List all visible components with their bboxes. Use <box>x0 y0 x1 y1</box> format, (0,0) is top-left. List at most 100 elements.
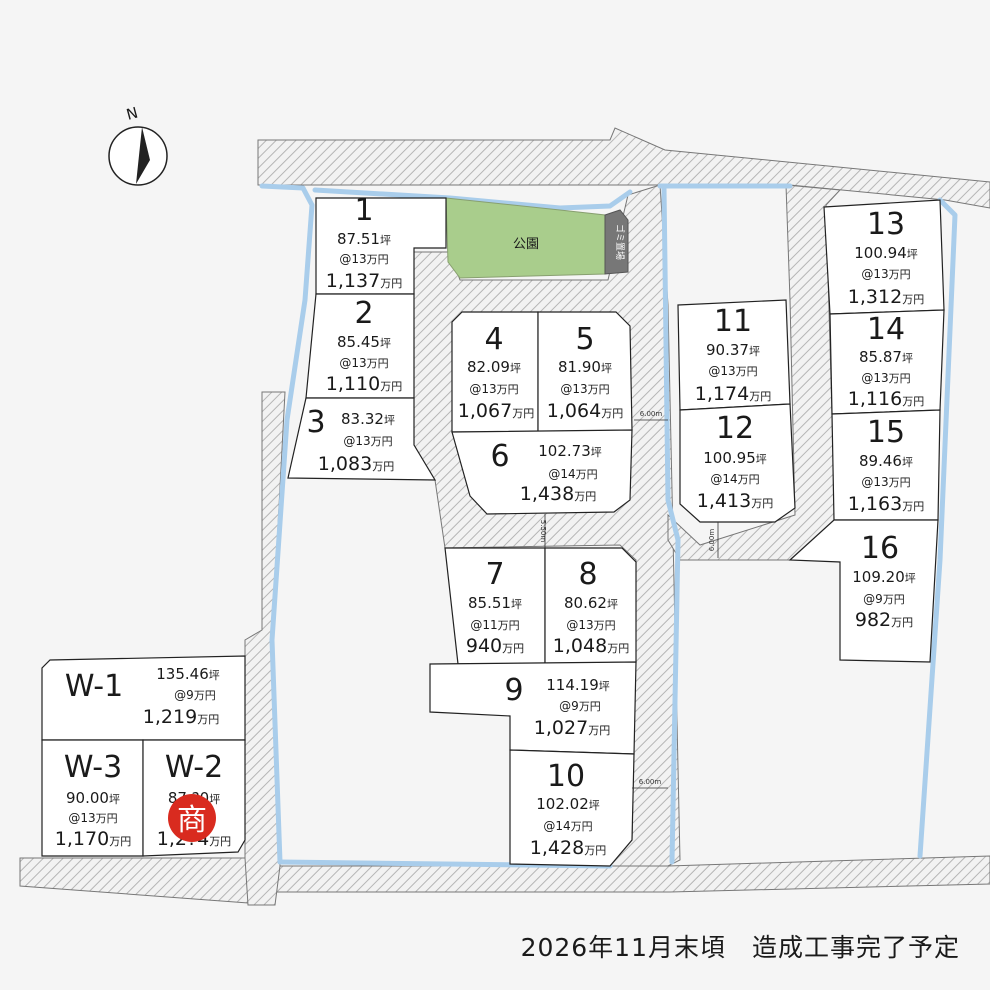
lot-area-10: 102.02坪 <box>536 795 600 813</box>
completion-notice: 2026年11月末頃 造成工事完了予定 <box>520 933 960 962</box>
canal-left <box>269 185 315 865</box>
lot-total-price-W-1: 1,219万円 <box>143 706 219 728</box>
lot-number-14: 14 <box>867 312 905 347</box>
road-top <box>257 127 990 209</box>
lot-12[interactable]: 12 100.95坪 @14万円 1,413万円 <box>697 411 773 512</box>
lot-number-W-2: W-2 <box>165 750 223 785</box>
lot-total-price-6: 1,438万円 <box>520 483 596 505</box>
lot-6[interactable]: 6 102.73坪 @14万円 1,438万円 <box>490 439 601 505</box>
lot-unit-price-4: @13万円 <box>469 382 518 396</box>
lot-5[interactable]: 581.90坪 @13万円 1,064万円 <box>547 322 623 422</box>
plot-outline-5 <box>537 311 633 433</box>
lot-area-8: 80.62坪 <box>564 594 618 612</box>
lot-number-3: 3 <box>306 405 325 440</box>
lot-number-6: 6 <box>490 439 509 474</box>
lot-unit-price-10: @14万円 <box>543 819 592 833</box>
lot-total-price-16: 982万円 <box>855 609 913 631</box>
lot-8[interactable]: 8 80.62坪 @13万円 1,048万円 <box>553 557 629 657</box>
lot-area-14: 85.87坪 <box>859 348 913 366</box>
lot-number-W-3: W-3 <box>64 750 122 785</box>
lot-unit-price-W-3: @13万円 <box>68 811 117 825</box>
lot-area-2: 85.45坪 <box>337 333 391 351</box>
lot-area-13: 100.94坪 <box>854 244 918 262</box>
lot-area-11: 90.37坪 <box>706 341 760 359</box>
road-width-markers: 6.00m 5.50m 6.00m 6.00m <box>539 410 719 789</box>
lot-area-5: 81.90坪 <box>558 358 612 376</box>
canal-mid-east <box>661 185 681 865</box>
lot-total-price-8: 1,048万円 <box>553 635 629 657</box>
north-label: N <box>124 104 140 124</box>
lot-total-price-7: 940万円 <box>466 635 524 657</box>
commercial-badge: 商 <box>168 794 216 842</box>
lot-total-price-9: 1,027万円 <box>534 717 610 739</box>
park-label: 公園 <box>513 237 539 252</box>
north-arrow: N <box>108 104 168 186</box>
lot-unit-price-6: @14万円 <box>548 467 597 481</box>
lot-area-W-1: 135.46坪 <box>156 665 220 683</box>
lot-number-W-1: W-1 <box>65 669 123 704</box>
lot-area-6: 102.73坪 <box>538 442 602 460</box>
lot-number-12: 12 <box>716 411 754 446</box>
lot-unit-price-7: @11万円 <box>470 618 519 632</box>
lot-total-price-5: 1,064万円 <box>547 400 623 422</box>
lot-area-9: 114.19坪 <box>546 676 610 694</box>
lot-unit-price-2: @13万円 <box>339 356 388 370</box>
commercial-badge-label: 商 <box>177 803 207 838</box>
lot-area-3: 83.32坪 <box>341 410 395 428</box>
lot-number-2: 2 <box>354 296 373 331</box>
lot-unit-price-8: @13万円 <box>566 618 615 632</box>
lot-total-price-12: 1,413万円 <box>697 490 773 512</box>
lot-area-4: 82.09坪 <box>467 358 521 376</box>
canal-top-park <box>312 187 633 211</box>
lot-number-16: 16 <box>861 531 899 566</box>
lot-unit-price-5: @13万円 <box>560 382 609 396</box>
lot-area-1: 87.51坪 <box>337 230 391 248</box>
lot-area-12: 100.95坪 <box>703 449 767 467</box>
lot-number-11: 11 <box>714 304 752 339</box>
plot-outline-16 <box>788 519 939 663</box>
plot-outline-9 <box>429 661 637 755</box>
lot-unit-price-16: @9万円 <box>863 592 905 606</box>
road-width-2: 5.50m <box>539 520 547 543</box>
lot-area-W-3: 90.00坪 <box>66 789 120 807</box>
lot-number-9: 9 <box>504 673 523 708</box>
plot-outline-10 <box>509 749 635 867</box>
canal-far-east <box>917 197 958 859</box>
lot-number-4: 4 <box>484 322 503 357</box>
lot-number-8: 8 <box>578 557 597 592</box>
lot-number-5: 5 <box>575 322 594 357</box>
plot-outline-8 <box>544 547 637 665</box>
lot-W-3[interactable]: W-3 90.00坪 @13万円 1,170万円 <box>55 750 131 850</box>
lot-total-price-14: 1,116万円 <box>848 388 924 410</box>
lot-number-1: 1 <box>354 193 373 228</box>
lot-number-10: 10 <box>547 759 585 794</box>
lot-number-13: 13 <box>867 207 905 242</box>
lot-16[interactable]: 16 109.20坪 @9万円 982万円 <box>852 531 916 631</box>
lot-area-15: 89.46坪 <box>859 452 913 470</box>
lot-unit-price-14: @13万円 <box>861 371 910 385</box>
lot-unit-price-12: @14万円 <box>710 472 759 486</box>
road-width-1: 6.00m <box>640 410 663 418</box>
lot-area-16: 109.20坪 <box>852 568 916 586</box>
north-arrow-icon <box>136 127 150 184</box>
lot-number-15: 15 <box>867 415 905 450</box>
lot-unit-price-11: @13万円 <box>708 364 757 378</box>
lot-number-7: 7 <box>485 557 504 592</box>
lot-total-price-W-3: 1,170万円 <box>55 828 131 850</box>
lot-total-price-13: 1,312万円 <box>848 286 924 308</box>
lot-total-price-3: 1,083万円 <box>318 453 394 475</box>
